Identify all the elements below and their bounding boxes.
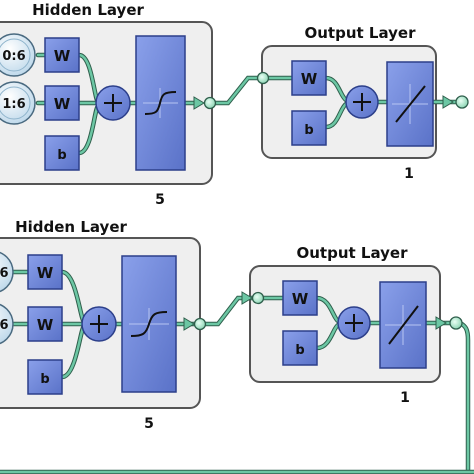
hidden-weight-1-label: W [54,47,71,65]
hidden-bias-block: b [44,135,80,171]
layer-connection-wire [211,75,265,106]
output-weight-block: W [282,280,318,316]
hidden-weight-1-label: W [37,264,54,282]
hidden-sum-node [95,85,131,121]
input-node-2-label: 1:6 [2,97,25,112]
hidden-weight-block-1: W [44,37,80,73]
hidden-layer-size: 5 [155,192,165,208]
output-sum-node [345,85,379,119]
hidden-weight-block-2: W [44,85,80,121]
hidden-layer-wires [7,269,199,380]
hidden-sum-node [81,306,117,342]
input-node-1: 6 [0,251,14,293]
hidden-bias-label: b [40,372,49,387]
output-linear-transfer-block [386,61,434,147]
output-bias-label: b [304,123,313,138]
output-weight-label: W [301,70,318,88]
hidden-weight-2-label: W [54,95,71,113]
hidden-sigmoid-transfer-block [135,35,186,171]
output-arrow-icon [442,95,469,109]
output-weight-block: W [291,60,327,96]
connection-arrow-icon [241,291,265,305]
hidden-layer-size: 5 [144,416,154,432]
output-sum-node [337,306,371,340]
input-node-1: 0:6 [0,33,36,77]
input-node-2: 6 [0,303,14,345]
output-input-node [256,71,270,85]
hidden-weight-block-2: W [27,306,63,342]
output-bias-label: b [295,343,304,358]
output-layer-size: 1 [400,390,410,406]
network-1: Hidden Layer Output Layer [0,1,469,208]
output-layer-wires [265,75,465,130]
input-node-2-label: 6 [0,318,9,333]
hidden-weight-block-1: W [27,254,63,290]
hidden-bias-label: b [57,148,66,163]
output-bias-block: b [282,330,318,366]
output-bias-block: b [291,110,327,146]
hidden-bias-block: b [27,359,63,395]
hidden-layer-title: Hidden Layer [32,1,144,19]
network-2: Hidden Layer Output Layer 6 6 [0,218,474,474]
output-layer-title: Output Layer [297,244,409,262]
input-node-2: 1:6 [0,81,36,125]
output-layer-wires [0,295,474,474]
output-weight-label: W [292,290,309,308]
hidden-layer-title: Hidden Layer [15,218,127,236]
output-layer-title: Output Layer [305,24,417,42]
hidden-output-arrow-icon [193,96,217,110]
hidden-sigmoid-transfer-block [121,255,177,393]
output-linear-transfer-block [379,281,427,369]
hidden-weight-2-label: W [37,316,54,334]
input-node-1-label: 6 [0,266,9,281]
input-node-1-label: 0:6 [2,49,25,64]
layer-connection-wire [201,295,259,327]
hidden-output-arrow-icon [183,317,207,331]
output-arrow-icon [435,316,463,330]
output-layer-size: 1 [404,166,414,182]
